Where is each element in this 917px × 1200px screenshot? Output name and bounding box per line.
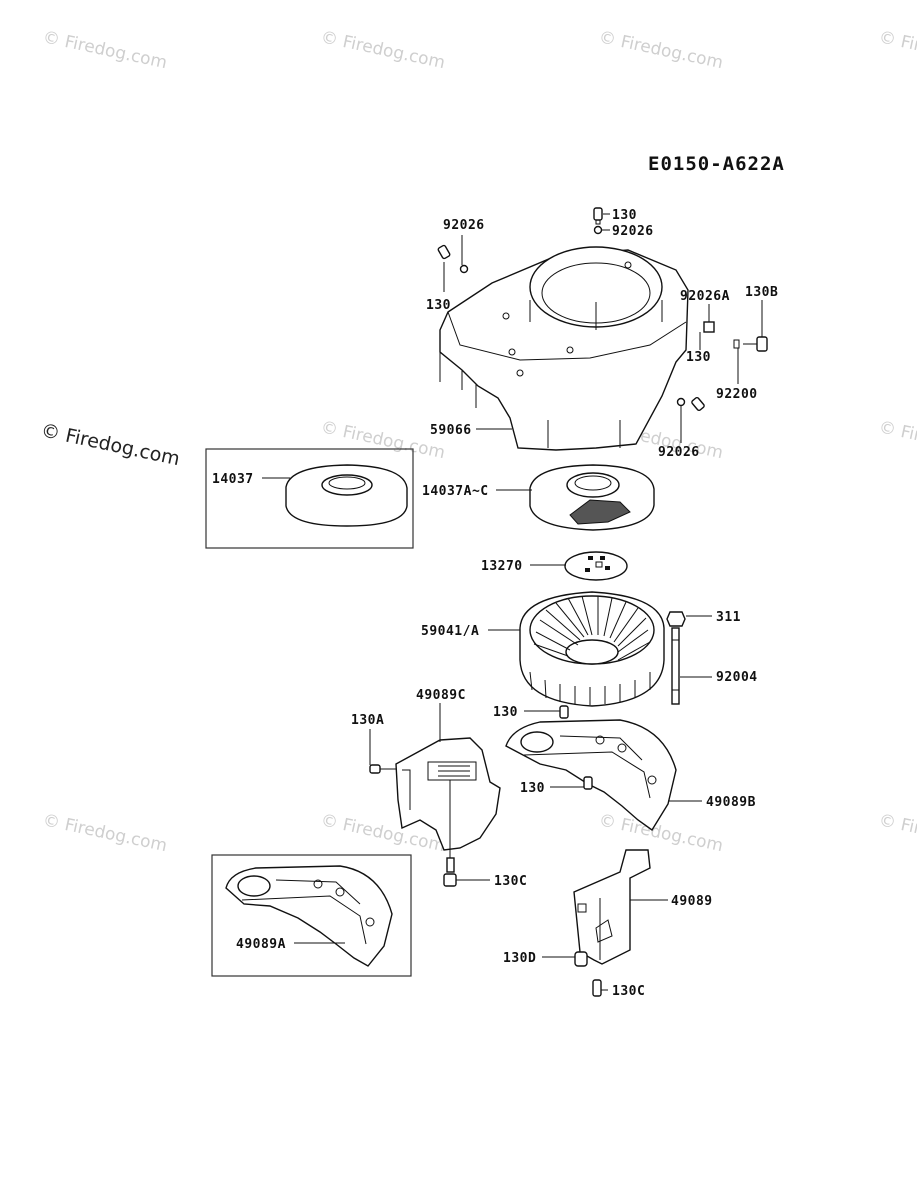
label-92200: 92200 <box>716 387 758 402</box>
diagram-code: E0150-A622A <box>648 153 785 175</box>
label-130-top: 130 <box>612 208 637 223</box>
cooling-screen-14037 <box>285 464 408 527</box>
watermark: © Firedog.com <box>41 27 169 73</box>
blower-housing <box>439 246 689 451</box>
leader-lines <box>262 213 763 991</box>
part-labels: 130 92026 92026 130 92026A 130B 130 9220… <box>212 208 778 999</box>
label-49089: 49089 <box>671 894 713 909</box>
watermark: © Firedog.com <box>41 810 169 856</box>
watermark: © Firedog.com <box>319 27 447 73</box>
label-130C-left: 130C <box>494 874 527 889</box>
label-13270: 13270 <box>481 559 523 574</box>
watermark-dark: © Firedog.com <box>39 419 182 470</box>
label-130-lower: 130 <box>520 781 545 796</box>
label-130-right: 130 <box>686 350 711 365</box>
plate-13270 <box>564 551 628 581</box>
housing-fasteners <box>437 207 768 412</box>
baffle-49089B <box>505 705 677 832</box>
label-49089C: 49089C <box>416 688 466 703</box>
label-130A: 130A <box>351 713 384 728</box>
label-311: 311 <box>716 610 741 625</box>
label-59066: 59066 <box>430 423 472 438</box>
label-92026-left: 92026 <box>443 218 485 233</box>
watermark: © Firedog.com <box>877 810 917 856</box>
label-130D: 130D <box>503 951 536 966</box>
label-130B: 130B <box>745 285 778 300</box>
label-14037: 14037 <box>212 472 254 487</box>
baffle-49089C <box>369 737 501 887</box>
stud-92004 <box>666 611 686 705</box>
inset-box-49089A <box>211 854 412 977</box>
label-92026-top: 92026 <box>612 224 654 239</box>
label-130C-bottom: 130C <box>612 984 645 999</box>
label-130-mid: 130 <box>493 705 518 720</box>
label-59041A: 59041/A <box>421 624 479 639</box>
label-92026A: 92026A <box>680 289 730 304</box>
label-49089B: 49089B <box>706 795 756 810</box>
watermark: © Firedog.com <box>877 27 917 73</box>
inset-box-14037 <box>205 448 414 549</box>
watermark: © Firedog.com <box>319 417 447 463</box>
watermark-group: © Firedog.com © Firedog.com © Firedog.co… <box>39 27 917 856</box>
fan-59041 <box>519 591 665 707</box>
watermark: © Firedog.com <box>597 27 725 73</box>
watermark: © Firedog.com <box>597 810 725 856</box>
baffle-49089 <box>573 849 651 997</box>
label-14037A-C: 14037A~C <box>422 484 489 499</box>
baffle-49089A <box>225 865 393 967</box>
label-49089A: 49089A <box>236 937 286 952</box>
label-130-left: 130 <box>426 298 451 313</box>
watermark: © Firedog.com <box>877 417 917 463</box>
cooling-screen-14037A-C <box>529 464 655 531</box>
label-92026-bottom: 92026 <box>658 445 700 460</box>
label-92004: 92004 <box>716 670 758 685</box>
